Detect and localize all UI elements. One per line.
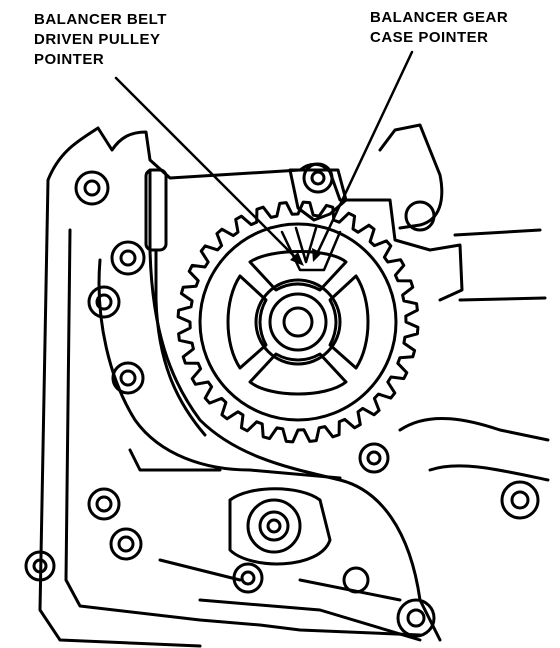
- pulley-pointer-arrowhead: [290, 252, 304, 266]
- bottom-bolt-2: [358, 442, 390, 474]
- lower-housing-edge: [128, 448, 402, 602]
- lower-bolt: [246, 498, 302, 554]
- pulley-window-bottom: [248, 352, 348, 396]
- right-boss-hole: [510, 490, 530, 510]
- right-boss: [500, 480, 540, 520]
- gear-case-pointer-arrowhead: [312, 248, 322, 262]
- left-bolt-2: [110, 240, 146, 276]
- label-line-1: BALANCER BELT: [34, 11, 167, 28]
- gear-case-pointer-leader: [314, 50, 414, 258]
- engine-housing-outline: [38, 126, 464, 648]
- left-bolt-1: [74, 170, 110, 206]
- left-bolt-6: [109, 527, 143, 561]
- pulley-hub-inner: [268, 292, 328, 352]
- case-pointer-tab: [280, 230, 342, 272]
- right-housing: [398, 417, 550, 482]
- bottom-bolt-3: [396, 598, 436, 638]
- pulley-window-left: [226, 274, 268, 370]
- left-bolt-4-hole: [119, 369, 137, 387]
- left-bolt-4: [111, 361, 145, 395]
- upper-right-bolt: [404, 200, 436, 232]
- upper-right-bracket: [378, 123, 444, 230]
- left-bolt-5-hole: [95, 495, 113, 513]
- bottom-left-bolt-hole: [32, 558, 48, 574]
- left-bolt-2-hole: [119, 249, 137, 267]
- pulley-window-top: [248, 250, 348, 292]
- bottom-flange: [198, 598, 422, 642]
- right-edge-line: [453, 228, 547, 302]
- bottom-bolt-1-hole: [240, 570, 256, 586]
- pulley-web-ring: [198, 222, 398, 422]
- left-bolt-3-hole: [95, 293, 113, 311]
- bottom-left-bolt: [24, 550, 56, 582]
- lower-bolt-inner: [258, 510, 290, 542]
- bottom-bolt-3-hole: [406, 608, 426, 628]
- left-bolt-6-hole: [117, 535, 135, 553]
- tensioner-bolt-hole: [310, 170, 326, 186]
- label-line-1: BALANCER GEAR: [370, 9, 509, 26]
- tube-line: [154, 248, 207, 437]
- balancer-gear-case-pointer-label: BALANCER GEAR CASE POINTER: [370, 8, 508, 48]
- left-bolt-3: [87, 285, 121, 319]
- lower-bolt-hole: [266, 518, 282, 534]
- pulley-pointer-leader: [114, 76, 302, 264]
- pulley-teeth: [176, 200, 420, 444]
- left-bolt-1-hole: [83, 179, 101, 197]
- left-bolt-5: [87, 487, 121, 521]
- pulley-window-right: [328, 274, 370, 370]
- inner-rib: [97, 258, 342, 480]
- tensioner-bolt: [302, 162, 334, 194]
- pulley-hub: [254, 278, 342, 366]
- bottom-bolt-2-hole: [366, 450, 382, 466]
- label-line-3: POINTER: [34, 51, 105, 68]
- label-line-2: DRIVEN PULLEY: [34, 31, 161, 48]
- pulley-timing-mark: [294, 226, 318, 264]
- balancer-belt-driven-pulley: [176, 200, 420, 444]
- bottom-bolt-1: [232, 562, 264, 594]
- label-line-2: CASE POINTER: [370, 29, 489, 46]
- inner-panel-outline: [64, 228, 422, 637]
- pulley-bolt-hole: [282, 306, 314, 338]
- lower-bracket: [228, 487, 332, 566]
- balancer-belt-driven-pulley-pointer-label: BALANCER BELT DRIVEN PULLEY POINTER: [34, 10, 167, 70]
- tensioner-bracket: [288, 168, 348, 222]
